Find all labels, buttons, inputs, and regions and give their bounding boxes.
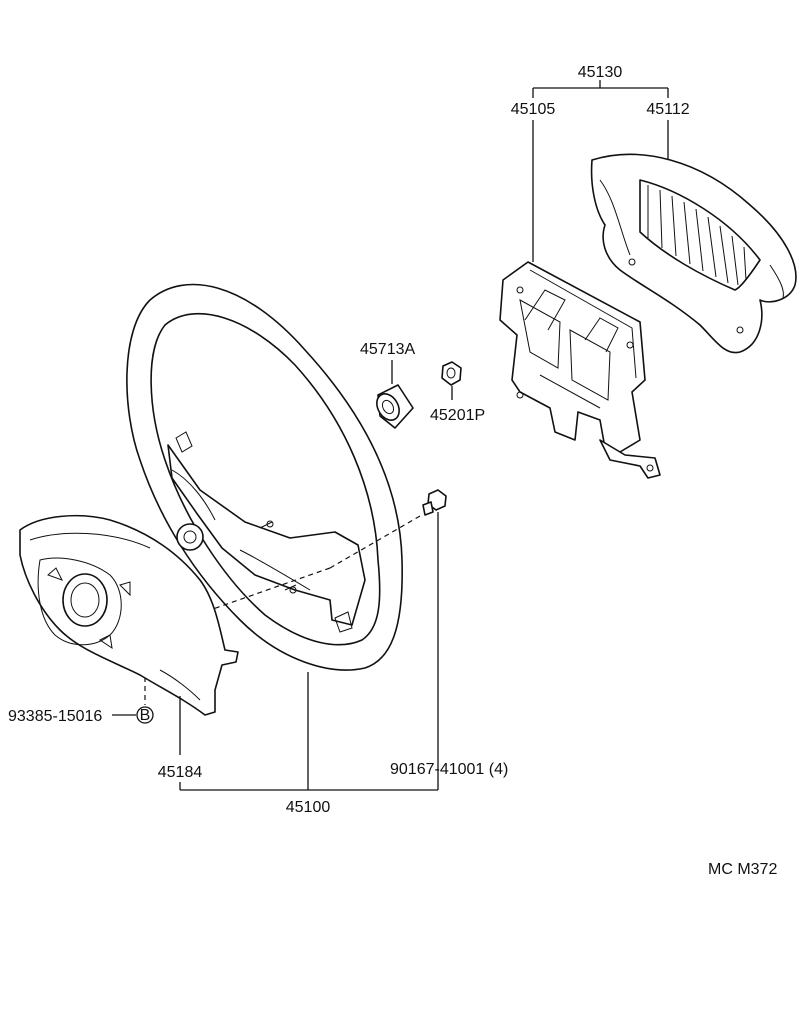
lower-cover-45184 — [19, 514, 239, 716]
label-45130: 45130 — [578, 64, 623, 81]
label-45713a: 45713A — [360, 341, 415, 358]
label-45112: 45112 — [646, 101, 689, 118]
label-93385: 93385-15016 — [8, 708, 102, 725]
nut-45201p — [441, 361, 462, 386]
steering-wheel-45100 — [126, 283, 403, 671]
spacer-45713a — [376, 384, 414, 429]
label-45201p: 45201P — [430, 407, 485, 424]
horn-pad-cover — [590, 153, 797, 354]
bolt-90167 — [422, 489, 447, 516]
horn-bracket — [499, 261, 661, 479]
bolt-mark-b: B — [136, 706, 154, 724]
label-45184: 45184 — [158, 764, 203, 781]
svg-text:B: B — [140, 707, 151, 724]
reference-code: MC M372 — [708, 861, 777, 878]
label-90167: 90167-41001 (4) — [390, 761, 508, 778]
label-45105: 45105 — [511, 101, 556, 118]
bracket-45130 — [532, 80, 669, 98]
dash-wheel-to-cover — [209, 567, 331, 611]
horn-pad-ribs — [647, 185, 747, 286]
label-45100: 45100 — [286, 799, 331, 816]
